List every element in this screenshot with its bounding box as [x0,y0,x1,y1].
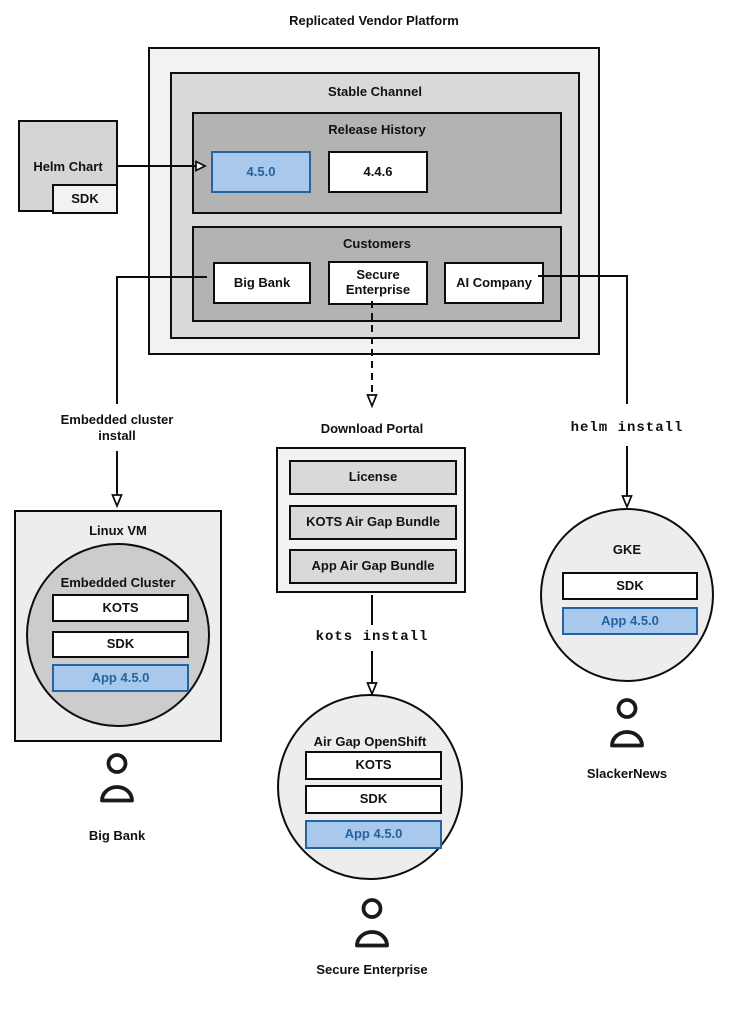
release-previous-box: 4.4.6 [328,151,428,193]
embedded-cluster-install-label: Embedded cluster install [60,412,174,443]
airgap-openshift-circle: Air Gap OpenShift KOTS SDK App 4.5.0 [277,694,463,880]
embedded-cluster-circle: Embedded Cluster KOTS SDK App 4.5.0 [26,543,210,727]
kots-airgap-bundle-box: KOTS Air Gap Bundle [289,505,457,540]
right-user-label: SlackerNews [586,766,668,781]
license-box: License [289,460,457,495]
gke-circle: GKE SDK App 4.5.0 [540,508,714,682]
helm-chart-label: Helm Chart [33,159,103,174]
sdk-box: SDK [305,785,442,814]
kots-install-label: kots install [315,629,429,645]
app-version-box: App 4.5.0 [52,664,189,692]
stable-channel-box: Stable Channel Release History 4.5.0 4.4… [170,72,580,339]
customer-big-bank-box: Big Bank [213,262,311,304]
customer-ai-company-box: AI Company [444,262,544,304]
sdk-box: SDK [52,631,189,658]
helm-install-label: helm install [570,420,684,436]
stable-channel-label: Stable Channel [328,84,422,99]
linux-vm-box: Linux VM Embedded Cluster KOTS SDK App 4… [14,510,222,742]
kots-box: KOTS [305,751,442,780]
customer-secure-enterprise-box: Secure Enterprise [328,261,428,305]
left-user-label: Big Bank [88,828,146,843]
embedded-cluster-label: Embedded Cluster [60,575,176,590]
release-history-box: Release History 4.5.0 4.4.6 [192,112,562,214]
app-version-box: App 4.5.0 [562,607,698,635]
gke-label: GKE [612,542,642,557]
helm-chart-box: Helm Chart SDK [18,120,118,214]
vendor-platform-box: Stable Channel Release History 4.5.0 4.4… [148,47,600,355]
customers-label: Customers [343,236,411,251]
user-icon [603,697,651,749]
diagram-title: Replicated Vendor Platform [289,13,459,28]
airgap-openshift-label: Air Gap OpenShift [313,734,427,749]
linux-vm-label: Linux VM [89,523,147,538]
middle-user-label: Secure Enterprise [316,962,428,977]
user-icon [93,752,141,804]
helm-sdk-box: SDK [52,184,118,214]
kots-box: KOTS [52,594,189,622]
user-icon [348,897,396,949]
download-portal-label: Download Portal [320,421,424,436]
customers-box: Customers Big Bank Secure Enterprise AI … [192,226,562,322]
sdk-box: SDK [562,572,698,600]
app-airgap-bundle-box: App Air Gap Bundle [289,549,457,584]
release-history-label: Release History [328,122,426,137]
app-version-box: App 4.5.0 [305,820,442,849]
release-current-box: 4.5.0 [211,151,311,193]
download-portal-box: License KOTS Air Gap Bundle App Air Gap … [276,447,466,593]
